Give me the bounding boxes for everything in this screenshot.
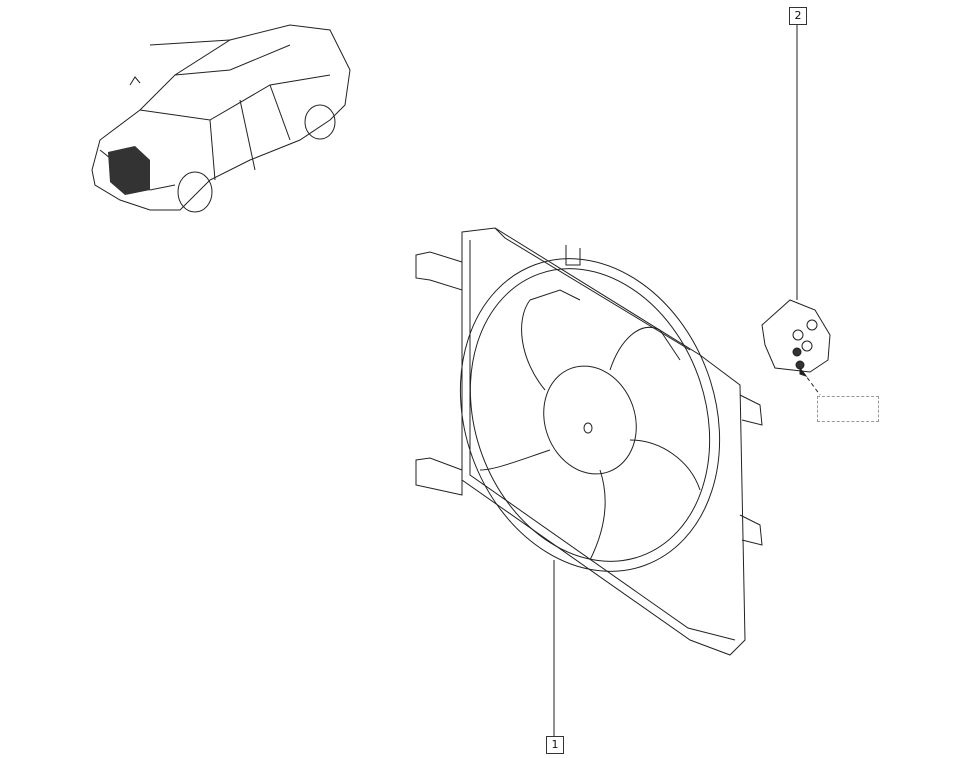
resistor-icon bbox=[761, 299, 831, 373]
grille-highlight-icon bbox=[108, 146, 150, 195]
fan-ring-icon bbox=[459, 258, 721, 572]
fan-blades-icon bbox=[479, 289, 701, 561]
callout-2[interactable]: 2 bbox=[789, 7, 807, 25]
fan-shroud-icon bbox=[415, 227, 763, 656]
reference-dashed-box bbox=[817, 396, 879, 422]
reference-leader bbox=[802, 371, 821, 396]
car-locator-icon bbox=[91, 24, 351, 213]
callout-1[interactable]: 1 bbox=[546, 736, 564, 754]
arrow-icon bbox=[799, 366, 808, 377]
